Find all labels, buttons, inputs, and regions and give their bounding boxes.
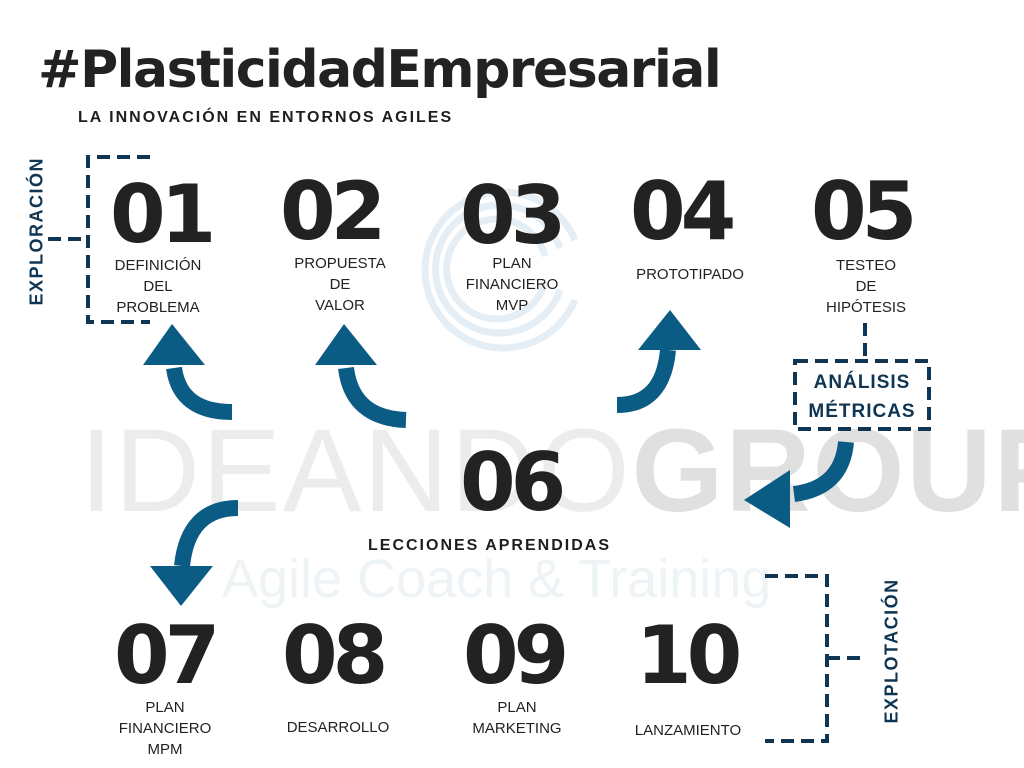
- watermark-brand: IDEANDOGROUP: [80, 412, 1024, 530]
- step-03-label: PLAN FINANCIERO MVP: [465, 255, 559, 314]
- step-10-number: 10: [636, 609, 742, 702]
- metrics-box-border: [793, 323, 931, 431]
- step-05-number: 05: [811, 165, 917, 258]
- arrow-to-06-head: [744, 470, 790, 528]
- arrow-to-02-head: [315, 324, 377, 365]
- arrow-to-01-head: [143, 324, 205, 365]
- arrow-to-06: [792, 440, 854, 502]
- step-08-number: 08: [282, 609, 388, 702]
- step-08-label: DESARROLLO: [286, 719, 390, 736]
- step-03-number: 03: [460, 169, 566, 262]
- arrow-to-01: [166, 366, 233, 420]
- step-09-label: PLAN MARKETING: [472, 699, 562, 737]
- exploitation-label: EXPLOTACIÓN: [881, 578, 902, 724]
- step-07-label: PLAN FINANCIERO MPM: [118, 699, 212, 758]
- metrics-box: ANÁLISIS MÉTRICAS: [798, 368, 926, 426]
- step-09-number: 09: [463, 609, 569, 702]
- center-label: LECCIONES APRENDIDAS: [368, 537, 611, 554]
- page-title: #PlasticidadEmpresarial: [38, 40, 722, 100]
- step-07-number: 07: [114, 609, 220, 702]
- metrics-line-2: MÉTRICAS: [808, 401, 916, 422]
- arrow-to-02: [338, 366, 407, 428]
- step-04-label: PROTOTIPADO: [636, 266, 744, 283]
- step-01-number: 01: [110, 168, 216, 261]
- arrow-to-07: [174, 500, 239, 568]
- center-number: 06: [460, 436, 566, 529]
- exploration-bracket: [48, 155, 150, 324]
- step-05-label: TESTEO DE HIPÓTESIS: [825, 257, 907, 316]
- page-subtitle: LA INNOVACIÓN EN ENTORNOS AGILES: [78, 109, 454, 126]
- exploration-label: EXPLORACIÓN: [26, 156, 47, 306]
- step-04-number: 04: [630, 165, 736, 258]
- step-02-number: 02: [280, 165, 386, 258]
- metrics-line-1: ANÁLISIS: [813, 372, 911, 393]
- arrow-to-04-head: [638, 310, 701, 350]
- step-01-label: DEFINICIÓN DEL PROBLEMA: [114, 257, 202, 316]
- arrow-to-04: [616, 349, 676, 413]
- watermark-tagline: Agile Coach & Training: [222, 549, 772, 609]
- exploitation-bracket: [765, 574, 866, 743]
- arrow-to-07-head: [150, 566, 213, 606]
- step-02-label: PROPUESTA DE VALOR: [294, 255, 386, 314]
- step-10-label: LANZAMIENTO: [634, 722, 742, 739]
- watermark-brand-light: IDEANDO: [80, 405, 632, 537]
